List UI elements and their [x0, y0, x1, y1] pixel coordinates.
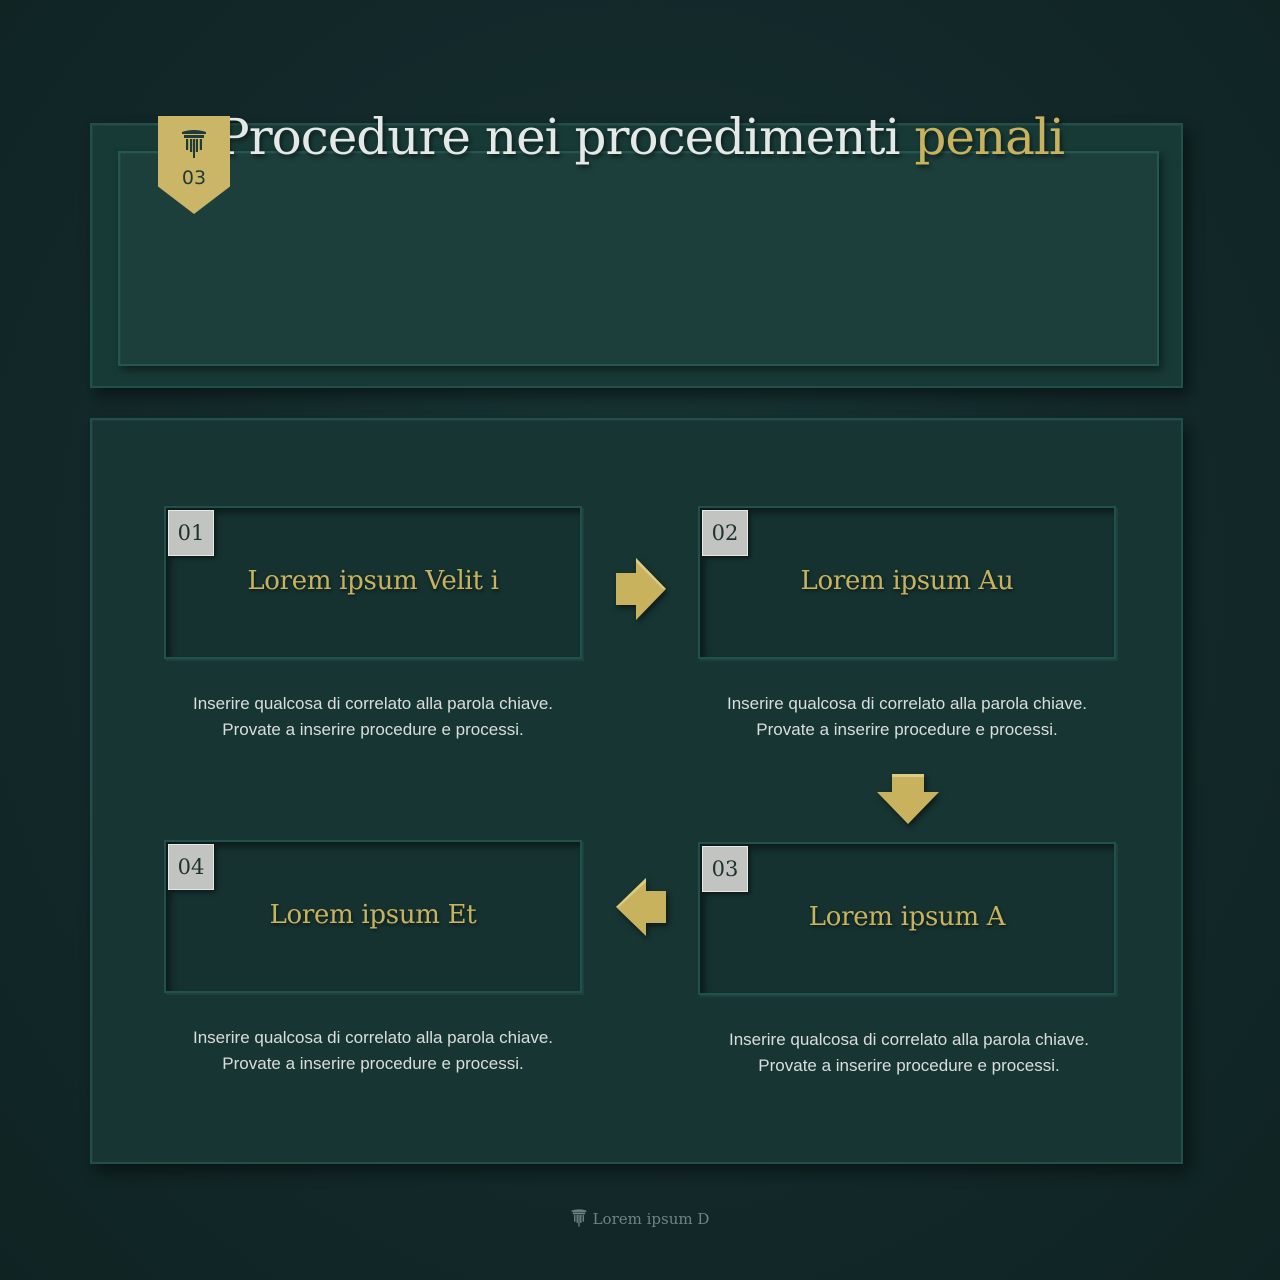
arrow-left-icon [616, 878, 666, 936]
step-description-line: Provate a inserire procedure e processi. [222, 1054, 524, 1073]
title-panel [90, 123, 1183, 388]
page-title-main: Procedure nei procedimenti [216, 108, 915, 166]
step-title: Lorem ipsum A [808, 902, 1006, 932]
pillar-icon [571, 1209, 586, 1227]
step-description-02: Inserire qualcosa di correlato alla paro… [698, 691, 1116, 743]
footer-text: Lorem ipsum D [592, 1210, 710, 1228]
badge-number: 03 [181, 167, 207, 189]
step-card-03: 03 Lorem ipsum A [698, 842, 1116, 995]
step-title: Lorem ipsum Au [800, 566, 1014, 596]
page-title-accent: penali [914, 108, 1065, 166]
arrow-right-icon [616, 558, 666, 620]
step-card-02: 02 Lorem ipsum Au [698, 506, 1116, 659]
title-inner-panel [118, 151, 1159, 366]
pillar-icon [182, 130, 206, 158]
step-number: 04 [168, 844, 214, 890]
step-card-01: 01 Lorem ipsum Velit i [164, 506, 582, 659]
step-card-04: 04 Lorem ipsum Et [164, 840, 582, 993]
footer: Lorem ipsum D [0, 1208, 1280, 1228]
step-description-line: Inserire qualcosa di correlato alla paro… [728, 1030, 1090, 1049]
step-description-line: Inserire qualcosa di correlato alla paro… [726, 694, 1088, 713]
step-description-01: Inserire qualcosa di correlato alla paro… [164, 691, 582, 743]
page-title: Procedure nei procedimenti penali [0, 108, 1280, 166]
step-description-line: Provate a inserire procedure e processi. [756, 720, 1058, 739]
step-number: 03 [702, 846, 748, 892]
step-number: 01 [168, 510, 214, 556]
step-description-line: Provate a inserire procedure e processi. [222, 720, 524, 739]
step-title: Lorem ipsum Et [269, 900, 477, 930]
arrow-down-icon [877, 774, 939, 824]
step-title: Lorem ipsum Velit i [247, 566, 499, 596]
step-number: 02 [702, 510, 748, 556]
step-description-line: Provate a inserire procedure e processi. [758, 1056, 1060, 1075]
step-description-03: Inserire qualcosa di correlato alla paro… [700, 1027, 1118, 1079]
step-description-line: Inserire qualcosa di correlato alla paro… [192, 1028, 554, 1047]
step-description-line: Inserire qualcosa di correlato alla paro… [192, 694, 554, 713]
step-description-04: Inserire qualcosa di correlato alla paro… [164, 1025, 582, 1077]
